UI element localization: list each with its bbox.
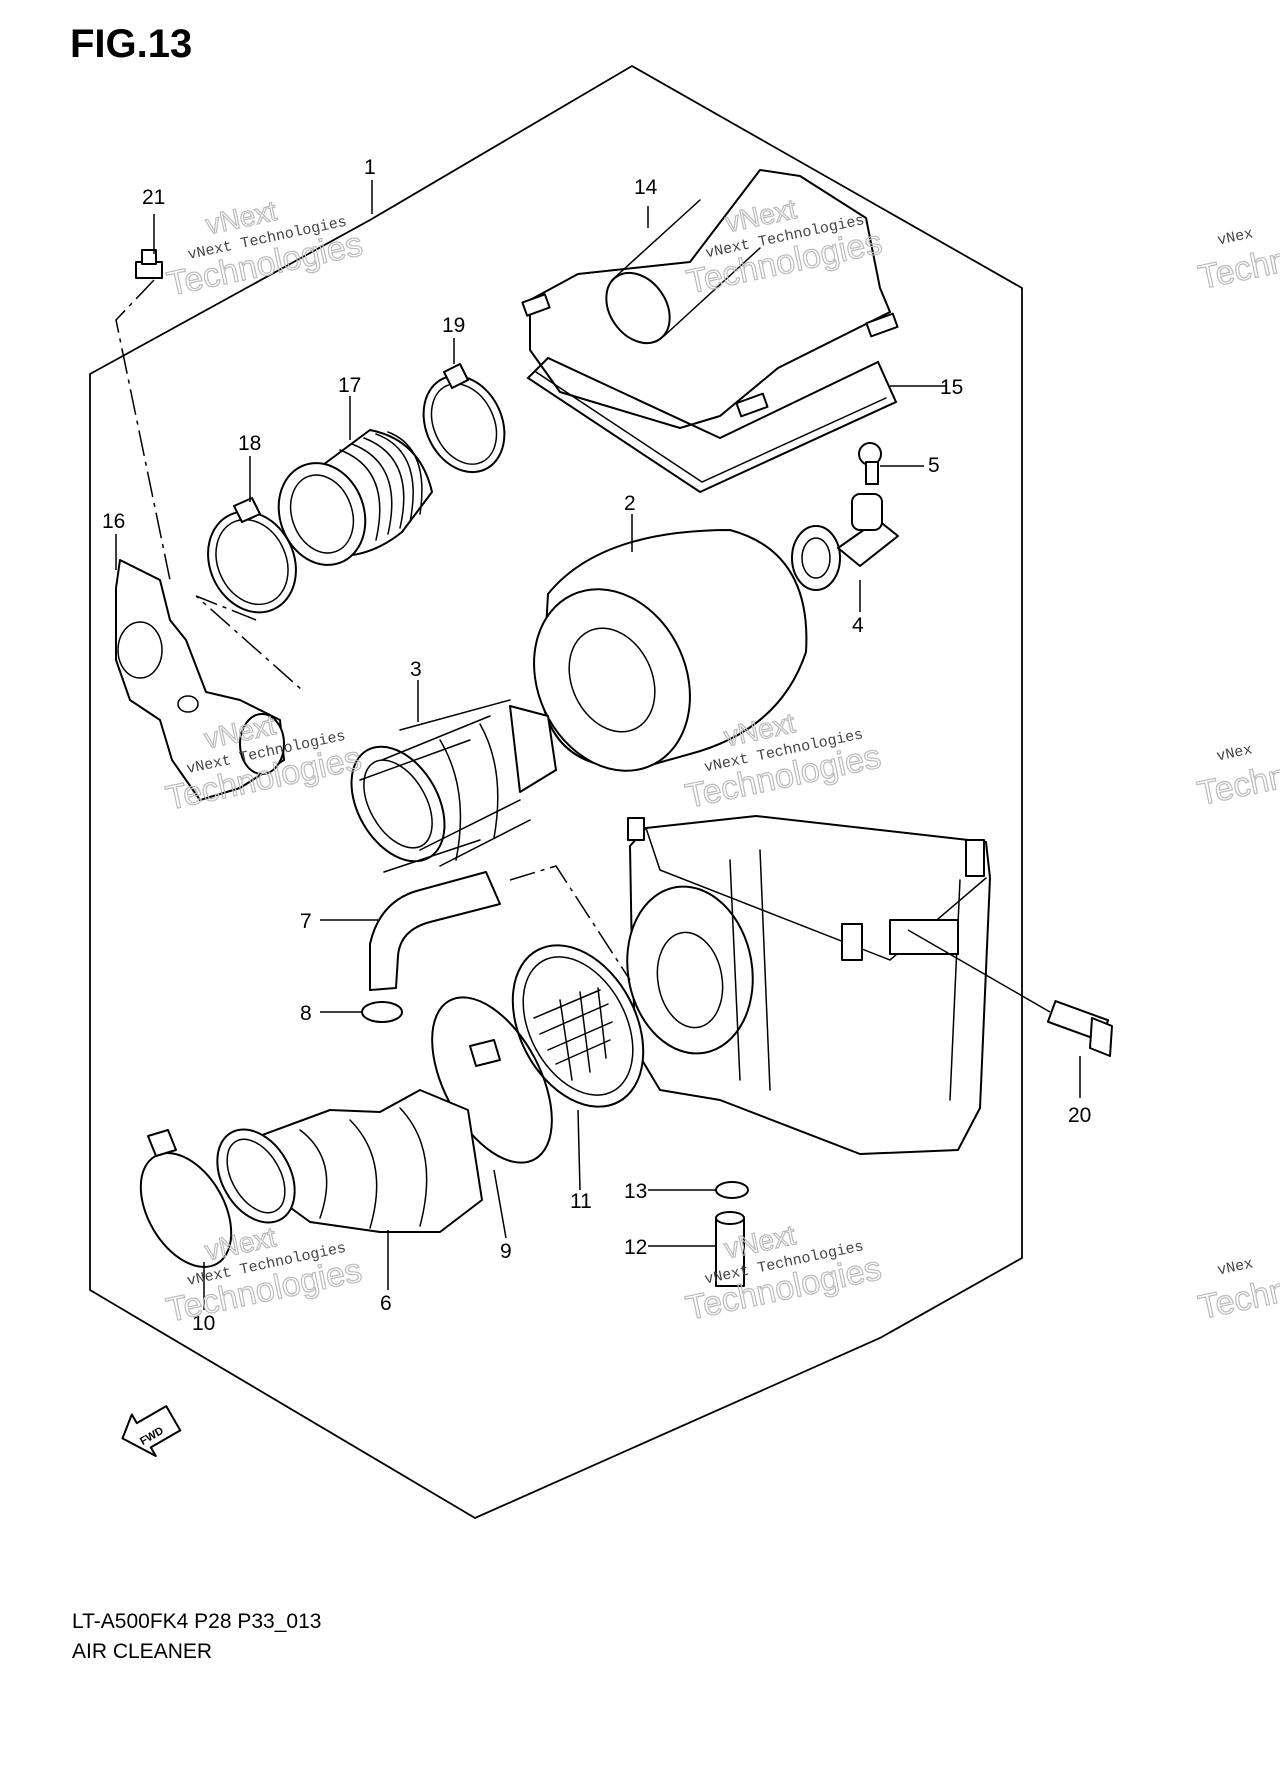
svg-text:Techn: Techn <box>1195 1271 1280 1327</box>
part-8-clip <box>361 1001 403 1023</box>
part-6-outlet-tube <box>216 1089 483 1233</box>
part-16-air-duct <box>115 559 285 801</box>
figure-title: FIG.13 <box>70 22 193 66</box>
callout-1: 1 <box>364 156 376 179</box>
part-18-clamp <box>207 510 297 614</box>
part-2-filter-element <box>533 529 808 772</box>
part-15-gasket <box>526 356 898 494</box>
callout-16: 16 <box>102 510 125 533</box>
callout-4: 4 <box>852 614 864 637</box>
part-7-drain-hose <box>369 871 501 991</box>
part-21-grommet <box>135 249 163 279</box>
callout-6: 6 <box>380 1292 392 1315</box>
svg-text:Techn: Techn <box>1195 241 1280 297</box>
watermark-edge-3: vNex Techn <box>1195 1255 1280 1327</box>
watermark-edge-2: vNex Techn <box>1194 741 1280 813</box>
part-12-hose <box>715 1211 745 1287</box>
part-11-screen <box>511 944 645 1108</box>
callout-19: 19 <box>442 314 465 337</box>
watermark-edge-1: vNex Techn <box>1195 225 1280 297</box>
part-19-clamp <box>422 374 506 474</box>
callout-12: 12 <box>624 1236 647 1259</box>
part-13-clip <box>715 1181 749 1199</box>
part-17-inlet-hose <box>277 429 433 566</box>
svg-text:vNex: vNex <box>1216 225 1255 249</box>
part-4-clip <box>791 493 899 591</box>
assembly-outline <box>89 64 1023 1520</box>
callout-20: 20 <box>1068 1104 1091 1127</box>
part-3-filter-cage <box>350 699 557 873</box>
callout-8: 8 <box>300 1002 312 1025</box>
watermark-1: vNext vNext Technologies Technologies <box>163 195 366 305</box>
diagram-name: AIR CLEANER <box>72 1640 213 1662</box>
callout-7: 7 <box>300 910 312 933</box>
callout-9: 9 <box>500 1240 512 1263</box>
svg-text:vNex: vNex <box>1215 741 1254 765</box>
callout-10: 10 <box>192 1312 215 1335</box>
callout-5: 5 <box>928 454 940 477</box>
callout-17: 17 <box>338 374 361 397</box>
callout-18: 18 <box>238 432 261 455</box>
fwd-arrow-icon <box>121 1405 182 1458</box>
callout-11: 11 <box>570 1190 592 1213</box>
callout-3: 3 <box>410 658 422 681</box>
air-cleaner-case <box>626 815 991 1155</box>
svg-text:Techn: Techn <box>1194 757 1280 813</box>
callout-15: 15 <box>940 376 963 399</box>
callout-13: 13 <box>624 1180 647 1203</box>
part-10-clamp <box>139 1152 233 1268</box>
callout-14: 14 <box>634 176 658 199</box>
svg-text:vNex: vNex <box>1216 1255 1255 1279</box>
part-14-cover <box>521 169 899 429</box>
watermark-6: vNext vNext Technologies Technologies <box>682 1219 885 1329</box>
callout-21: 21 <box>142 186 165 209</box>
callout-2: 2 <box>624 492 636 515</box>
part-5-screw <box>858 442 882 485</box>
diagram-code: LT-A500FK4 P28 P33_013 <box>72 1610 322 1633</box>
part-20-bolt <box>1046 1000 1113 1057</box>
